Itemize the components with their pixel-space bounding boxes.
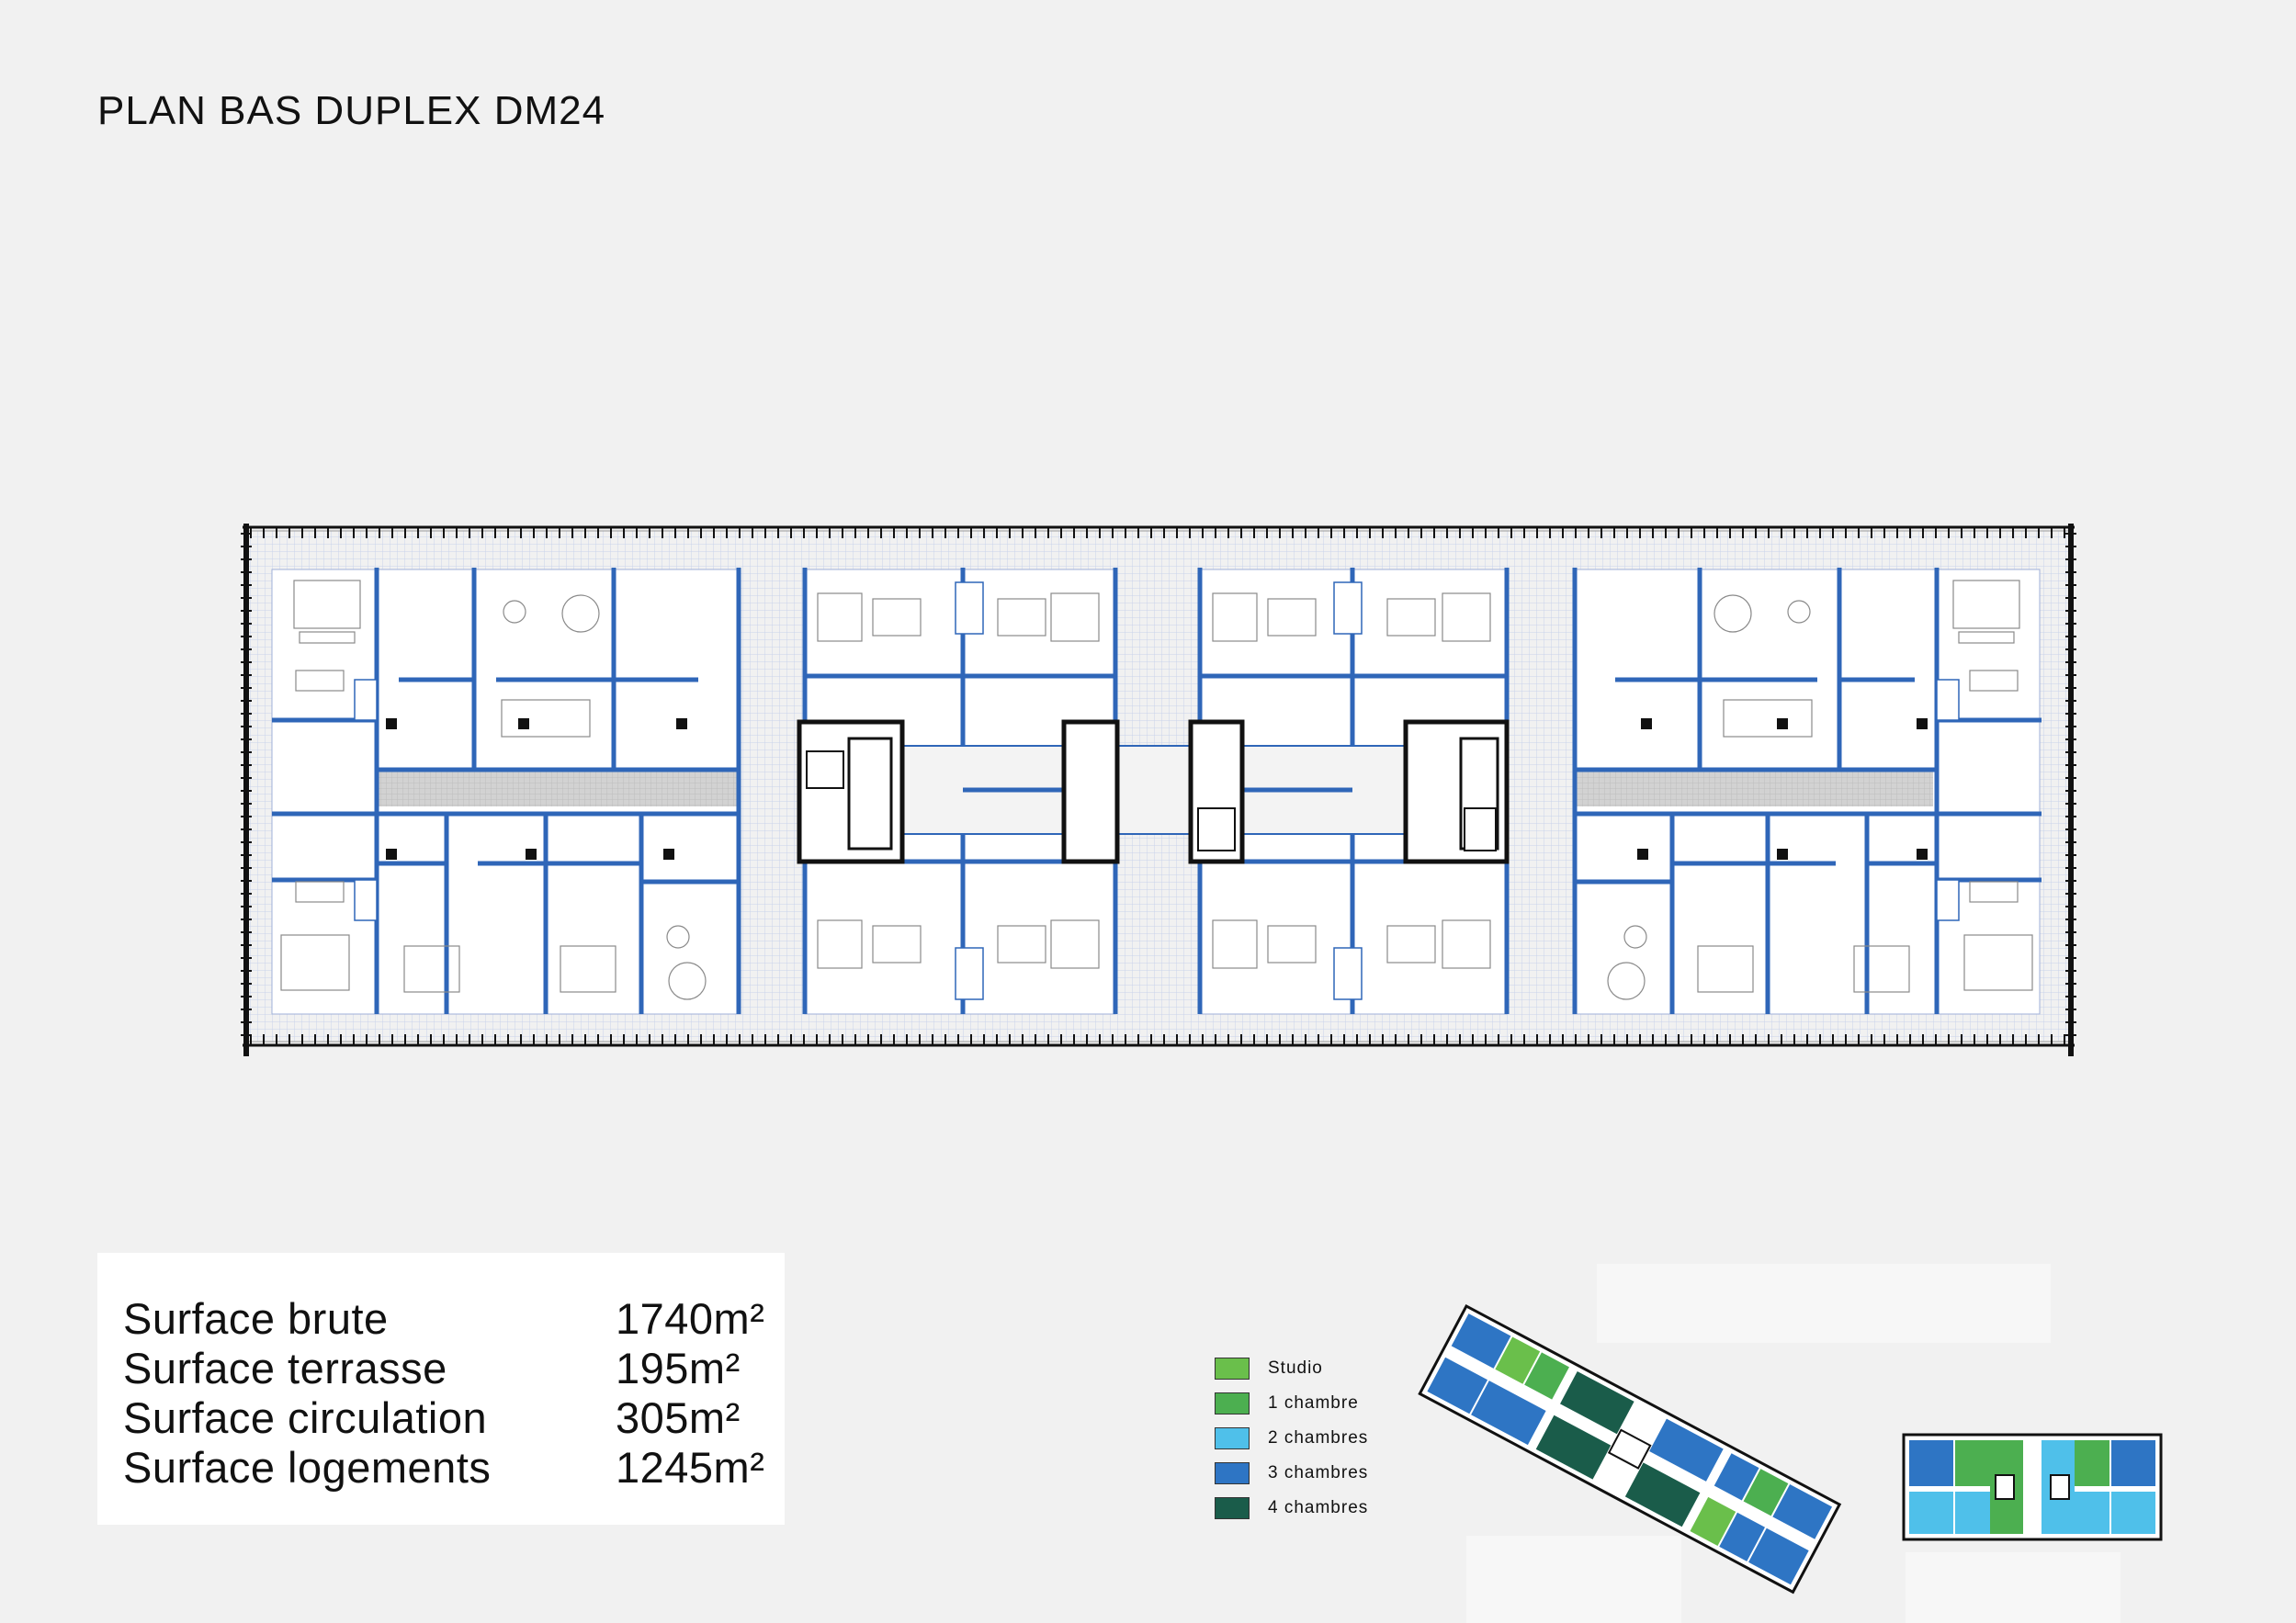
stat-label: Surface brute	[123, 1294, 389, 1343]
legend-item-studio: Studio	[1215, 1358, 1435, 1381]
surface-summary: Surface brute 1740m² Surface terrasse 19…	[97, 1253, 785, 1525]
walls-left-wing	[272, 568, 741, 1014]
stat-value: 1245m²	[616, 1443, 765, 1492]
circulation-cores	[797, 719, 1510, 864]
legend-swatch	[1215, 1392, 1250, 1414]
furniture	[280, 580, 2033, 1000]
walls-right-wing	[1572, 568, 2042, 1014]
legend-swatch	[1215, 1358, 1250, 1380]
legend-swatch	[1215, 1462, 1250, 1484]
legend-label: 2 chambres	[1268, 1428, 1369, 1448]
elevator-cars	[806, 750, 1497, 851]
key-plan-rotated	[1418, 1303, 1842, 1595]
backdrop-block	[1466, 1536, 1681, 1623]
legend-item-2-chambres: 2 chambres	[1215, 1427, 1435, 1451]
stat-label: Surface circulation	[123, 1393, 488, 1442]
page-title: PLAN BAS DUPLEX DM24	[97, 88, 606, 133]
key-plan-front	[1902, 1433, 2163, 1541]
stat-value: 1740m²	[616, 1294, 765, 1343]
facade-top	[243, 527, 2075, 538]
stat-value: 195m²	[616, 1344, 741, 1392]
backdrop-block	[1597, 1264, 2051, 1343]
legend-item-3-chambres: 3 chambres	[1215, 1462, 1435, 1486]
legend-swatch	[1215, 1427, 1250, 1449]
corridor-right	[1573, 770, 1933, 806]
shafts	[386, 718, 1928, 860]
legend-item-4-chambres: 4 chambres	[1215, 1497, 1435, 1521]
stat-value: 305m²	[616, 1393, 741, 1442]
legend-label: Studio	[1268, 1358, 1323, 1378]
legend-swatch	[1215, 1497, 1250, 1519]
legend-label: 4 chambres	[1268, 1498, 1369, 1517]
stairs	[354, 581, 1960, 1000]
backdrop-block	[1906, 1552, 2121, 1623]
stat-label: Surface terrasse	[123, 1344, 447, 1392]
facade-bottom	[243, 1034, 2075, 1045]
corridor-left	[379, 770, 739, 806]
legend-label: 3 chambres	[1268, 1463, 1369, 1482]
legend-item-1-chambre: 1 chambre	[1215, 1392, 1435, 1416]
stat-label: Surface logements	[123, 1443, 492, 1492]
legend-label: 1 chambre	[1268, 1393, 1359, 1413]
